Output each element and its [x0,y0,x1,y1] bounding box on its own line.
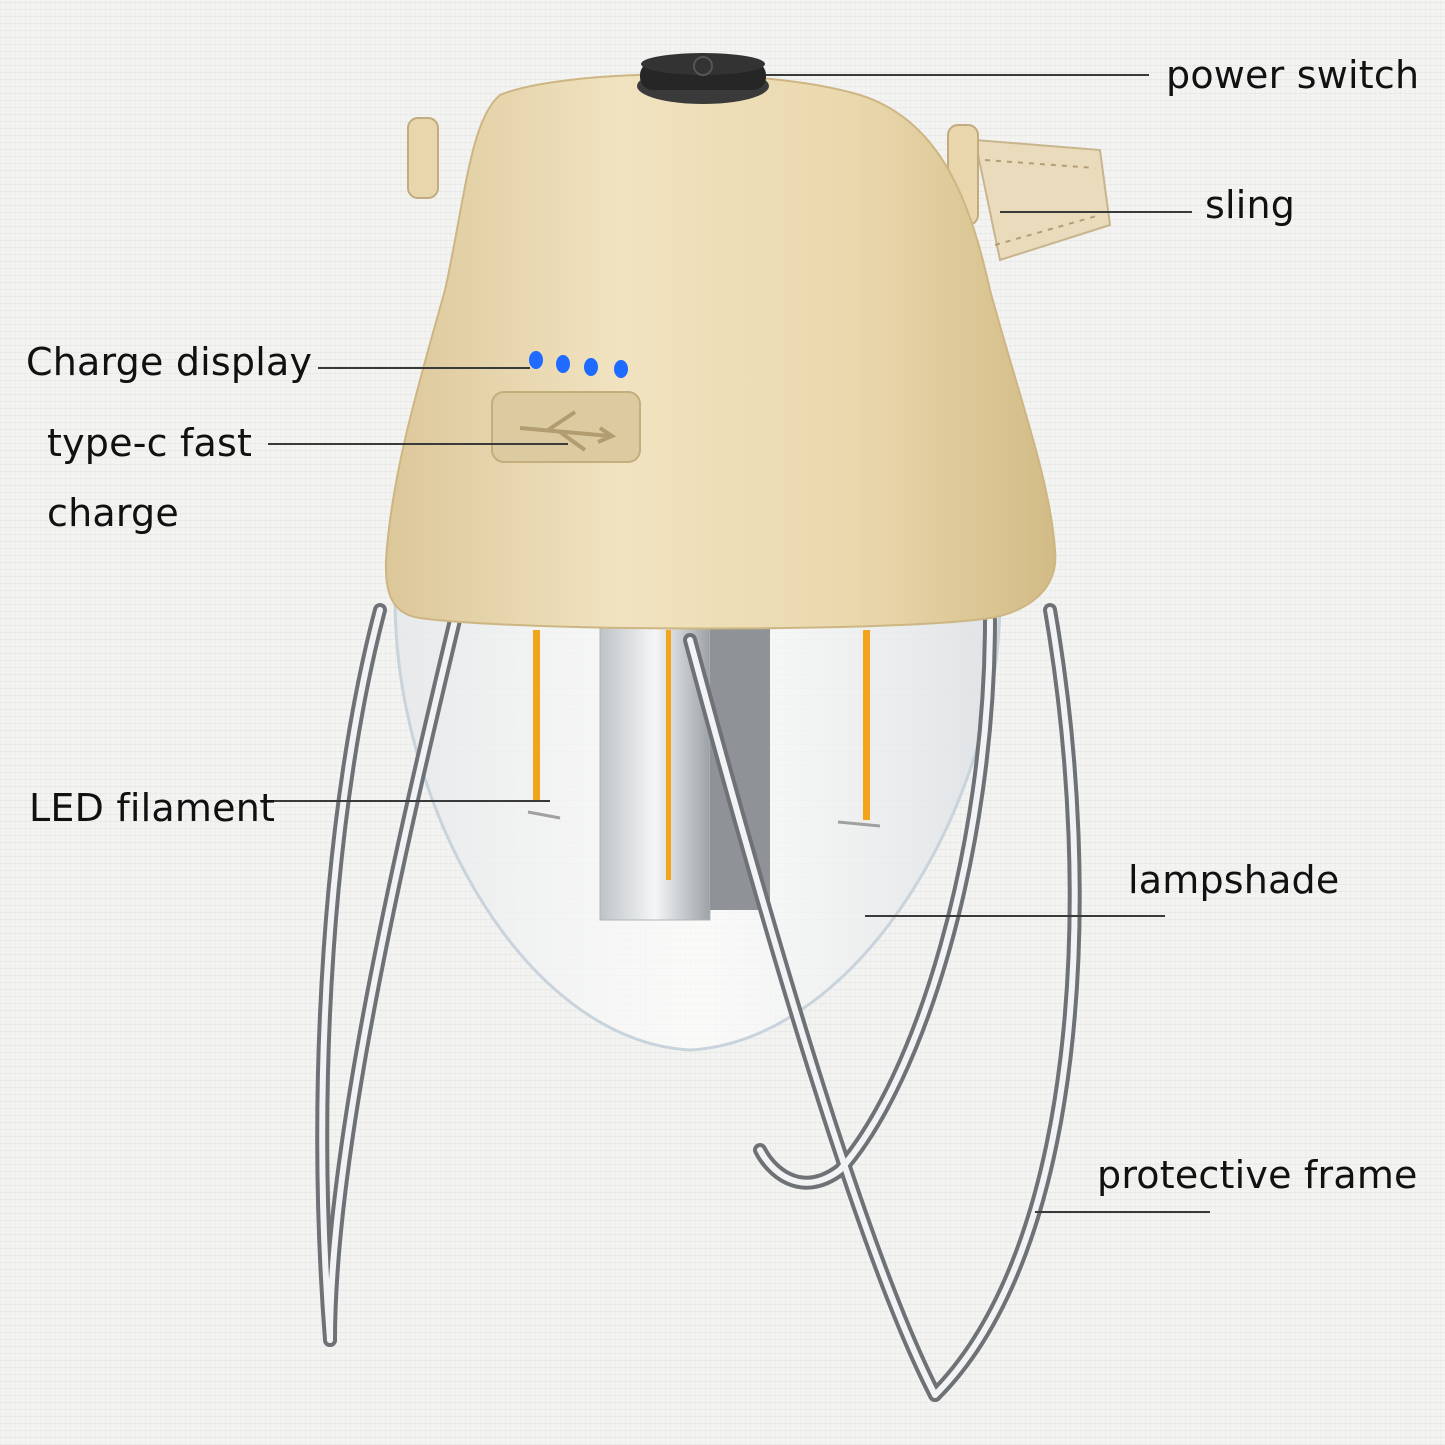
protective-frame-wires [315,603,1082,1402]
leader-led-filament [260,800,550,802]
label-sling: sling [1205,183,1296,227]
leader-power-switch [766,74,1149,76]
label-lampshade: lampshade [1128,858,1340,902]
label-type-c-line2: charge [47,491,179,535]
label-type-c-line1: type-c fast [47,421,253,465]
lampshade-glass [393,598,1002,1052]
label-charge-display: Charge display [26,340,313,384]
leader-type-c [268,443,568,445]
sling-strap [407,117,1112,262]
usb-icon [519,410,617,452]
label-protective-frame: protective frame [1097,1153,1418,1197]
leader-protective-frame [1035,1211,1210,1213]
leader-lampshade [865,915,1165,917]
lantern-cap [384,53,1057,630]
label-led-filament: LED filament [29,786,276,830]
leader-sling [1000,211,1192,213]
leader-charge-display [318,367,530,369]
label-power-switch: power switch [1166,53,1420,97]
